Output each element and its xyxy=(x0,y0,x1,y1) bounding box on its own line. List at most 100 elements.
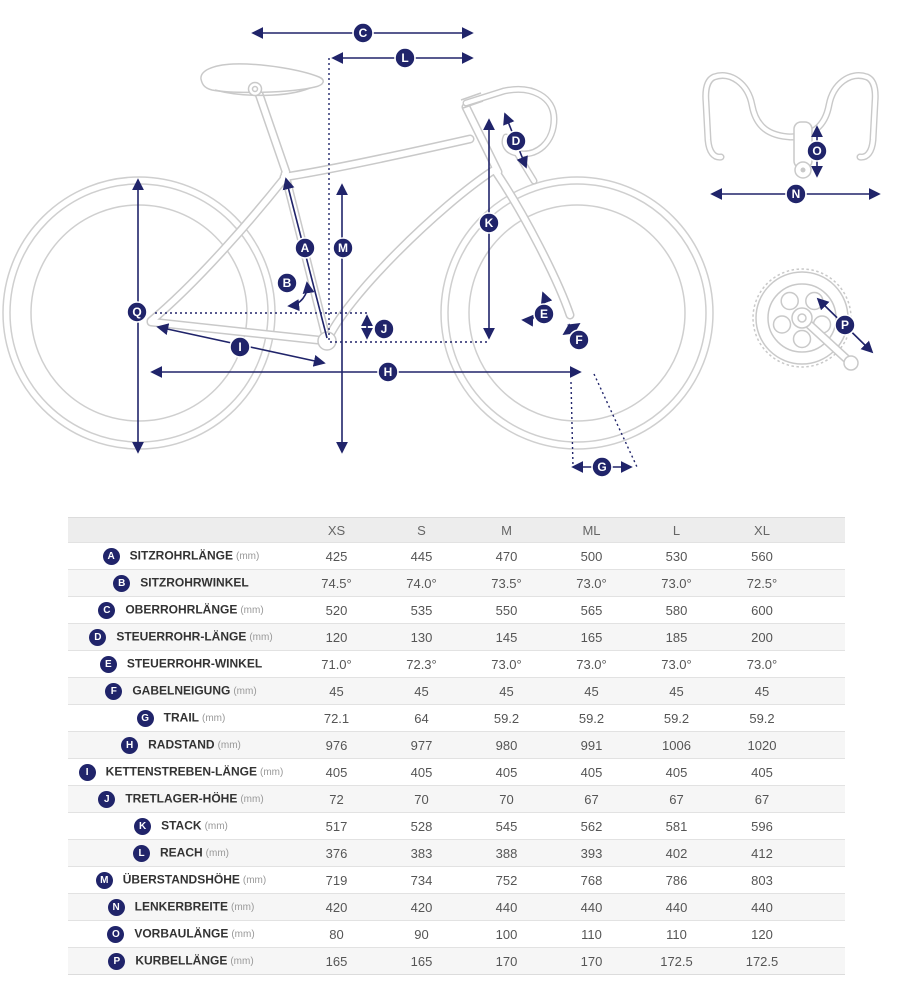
row-letter-badge: L xyxy=(133,844,150,862)
geometry-value: 445 xyxy=(410,548,433,564)
row-unit: (mm) xyxy=(260,766,284,778)
row-label: ÜBERSTANDSHÖHE xyxy=(122,873,240,888)
geometry-value: 412 xyxy=(751,845,773,861)
geometry-value: 545 xyxy=(495,818,518,834)
steering-axis-line xyxy=(593,373,638,468)
geometry-value: 73.5° xyxy=(491,575,522,591)
row-label: KURBELLÄNGE xyxy=(135,954,228,969)
geometry-value: 70 xyxy=(414,791,429,807)
svg-text:G: G xyxy=(597,460,606,474)
badge-a-icon: A xyxy=(294,237,316,259)
geometry-value: 786 xyxy=(665,872,688,888)
geometry-value: 70 xyxy=(499,791,514,807)
geometry-value: 200 xyxy=(751,629,773,645)
geometry-value: 1020 xyxy=(747,737,777,753)
geometry-value: 71.0° xyxy=(321,656,352,672)
geometry-value: 520 xyxy=(325,602,348,618)
svg-text:Q: Q xyxy=(132,305,141,319)
dim-seatangle-b xyxy=(287,281,315,312)
row-spacer xyxy=(805,678,845,705)
geometry-value: 425 xyxy=(325,548,348,564)
size-column-header: XL xyxy=(719,517,805,543)
geometry-value: 500 xyxy=(580,548,603,564)
row-spacer xyxy=(805,759,845,786)
geometry-value: 405 xyxy=(665,764,688,780)
badge-j-icon: J xyxy=(373,318,395,340)
size-column-header: ML xyxy=(549,517,634,543)
geometry-value: 580 xyxy=(665,602,688,618)
geometry-value: 562 xyxy=(580,818,603,834)
geometry-value: 165 xyxy=(325,953,348,969)
row-label: RADSTAND xyxy=(148,738,215,753)
size-column-header: XS xyxy=(294,517,379,543)
badge-n-icon: N xyxy=(785,183,807,205)
row-unit: (mm) xyxy=(204,820,228,832)
svg-text:I: I xyxy=(238,340,241,354)
geometry-value: 59.2 xyxy=(493,710,520,726)
row-letter-badge: A xyxy=(102,547,120,565)
geometry-value: 45 xyxy=(499,683,514,699)
row-spacer xyxy=(805,597,845,624)
row-unit: (mm) xyxy=(217,739,241,751)
row-letter-badge: G xyxy=(136,709,154,727)
row-label: STACK xyxy=(161,819,202,834)
badge-q-icon: Q xyxy=(126,301,148,323)
geometry-value: 72.3° xyxy=(406,656,437,672)
row-label: REACH xyxy=(160,846,203,861)
badge-l-icon: L xyxy=(394,47,416,69)
badge-b-icon: B xyxy=(276,272,298,294)
row-letter-badge: P xyxy=(108,952,126,970)
badge-d-icon: D xyxy=(505,130,527,152)
row-unit: (mm) xyxy=(202,712,226,724)
geometry-value: 596 xyxy=(751,818,773,834)
geometry-value: 719 xyxy=(325,872,348,888)
geometry-value: 528 xyxy=(410,818,433,834)
row-spacer xyxy=(805,624,845,651)
geometry-value: 440 xyxy=(751,899,773,915)
row-spacer xyxy=(805,732,845,759)
geometry-value: 67 xyxy=(584,791,599,807)
geometry-value: 170 xyxy=(495,953,518,969)
geometry-value: 73.0° xyxy=(491,656,522,672)
row-label: OBERROHRLÄNGE xyxy=(125,603,238,618)
geometry-value: 64 xyxy=(414,710,429,726)
badge-e-icon: E xyxy=(533,303,555,325)
geometry-value: 530 xyxy=(665,548,688,564)
geometry-value: 440 xyxy=(665,899,688,915)
geometry-value: 73.0° xyxy=(576,575,607,591)
geometry-value: 550 xyxy=(495,602,518,618)
geometry-value: 59.2 xyxy=(749,710,775,726)
geometry-value: 440 xyxy=(580,899,603,915)
row-label: GABELNEIGUNG xyxy=(132,684,231,699)
geometry-value: 165 xyxy=(580,629,603,645)
geometry-value: 405 xyxy=(410,764,433,780)
label-column-header xyxy=(68,517,294,543)
geometry-value: 90 xyxy=(414,926,429,942)
pedal-spindle xyxy=(843,355,859,371)
geometry-value: 170 xyxy=(580,953,603,969)
row-label: SITZROHRLÄNGE xyxy=(129,549,233,564)
row-unit: (mm) xyxy=(230,955,254,967)
dim-forkoffset-f xyxy=(562,323,581,335)
badge-m-icon: M xyxy=(332,237,354,259)
row-letter-badge: F xyxy=(105,682,123,700)
row-spacer xyxy=(805,894,845,921)
geometry-value: 45 xyxy=(584,683,599,699)
geometry-value: 45 xyxy=(669,683,684,699)
geometry-value: 977 xyxy=(410,737,433,753)
front-wheel xyxy=(440,176,714,450)
geometry-value: 440 xyxy=(495,899,518,915)
trail-vertical-line xyxy=(570,381,574,468)
geometry-value: 59.2 xyxy=(663,710,690,726)
row-label: LENKERBREITE xyxy=(134,900,228,915)
geometry-value: 73.0° xyxy=(661,575,692,591)
geometry-value: 768 xyxy=(580,872,603,888)
row-label: TRAIL xyxy=(163,711,199,726)
